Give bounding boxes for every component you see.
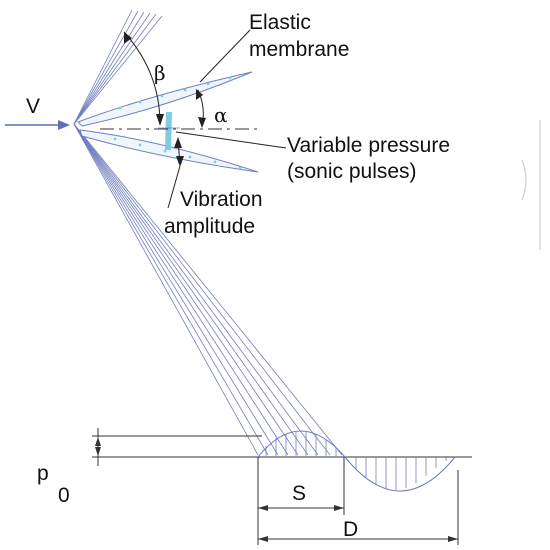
lower-membrane <box>79 129 259 173</box>
elastic-leader <box>199 29 251 83</box>
positive-pressure-hatch <box>265 432 337 457</box>
alpha-label: α <box>214 103 228 127</box>
elastic-label-line1: Elastic <box>249 11 311 34</box>
elastic-label-line2: membrane <box>249 38 349 61</box>
p0-dimension <box>92 428 262 466</box>
upper-ray-fan <box>73 9 163 125</box>
vibration-marker <box>167 137 184 209</box>
p0-label-main: p <box>37 462 49 485</box>
velocity-arrow <box>5 120 70 130</box>
velocity-label: V <box>26 95 40 118</box>
pulse-source <box>158 112 180 150</box>
vibration-label-line1: Vibration <box>180 188 263 211</box>
pressure-label-line2: (sonic pulses) <box>287 160 417 183</box>
s-dimension <box>257 457 345 545</box>
alpha-arc <box>196 89 206 128</box>
vibration-label-line2: amplitude <box>164 215 255 238</box>
s-label: S <box>292 482 306 505</box>
d-label: D <box>343 518 358 541</box>
lower-ray-fan <box>73 123 343 456</box>
beta-arc <box>123 31 164 126</box>
d-dimension <box>258 470 459 545</box>
negative-pressure-hatch <box>355 457 447 490</box>
pressure-leader <box>175 131 287 149</box>
upper-membrane <box>77 71 253 127</box>
beta-label: β <box>154 61 166 85</box>
edge-artifact <box>521 120 541 250</box>
p0-label-sub: 0 <box>58 484 70 507</box>
pressure-label-line1: Variable pressure <box>287 134 450 157</box>
